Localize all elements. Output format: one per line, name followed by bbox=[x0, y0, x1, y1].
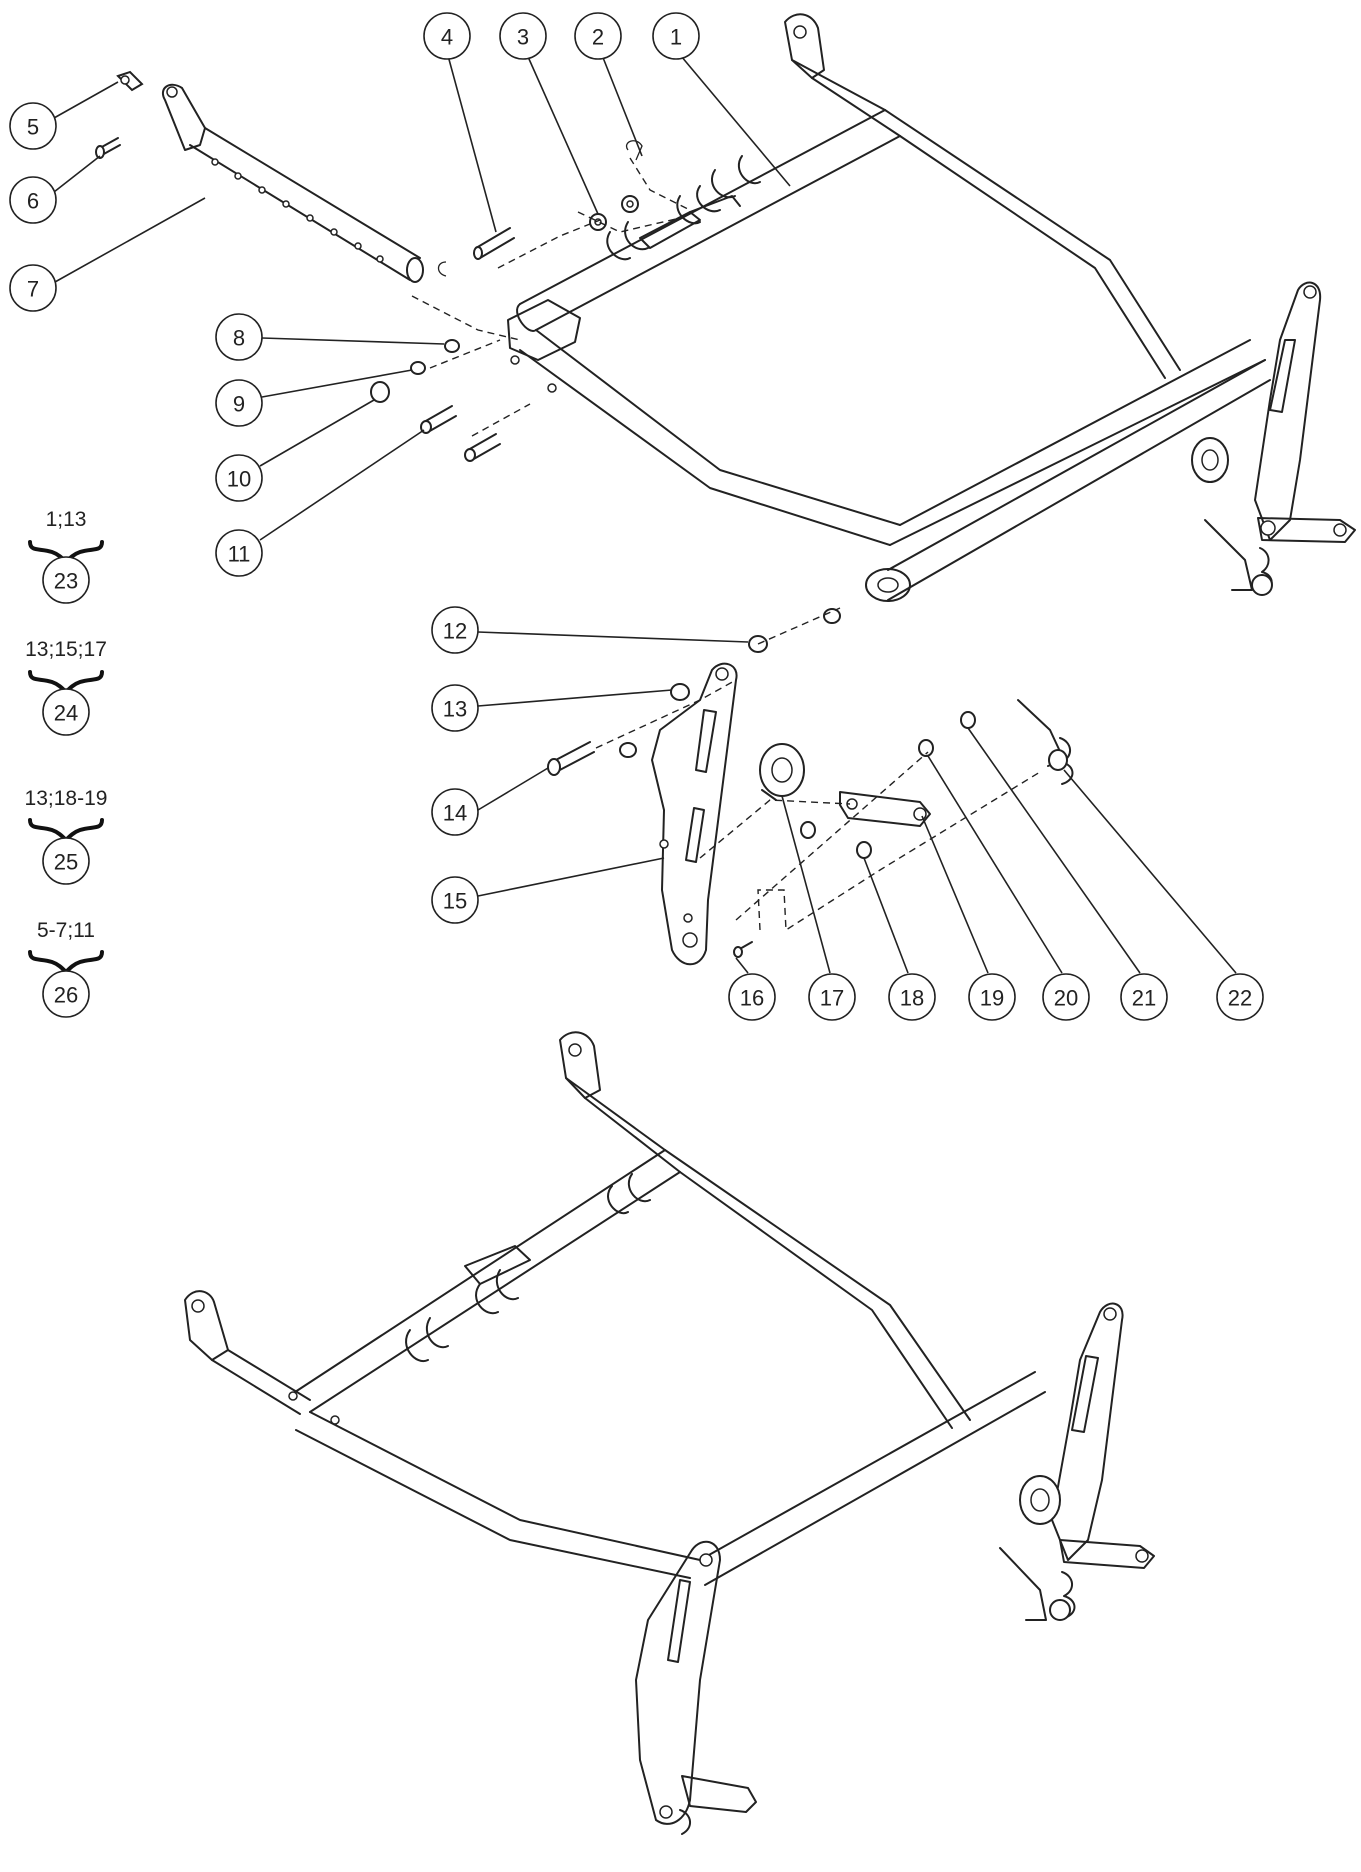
kit-25-number: 25 bbox=[54, 850, 78, 875]
balloon-8-label: 8 bbox=[233, 326, 245, 351]
balloon-9: 9 bbox=[215, 369, 413, 427]
balloon-4-label: 4 bbox=[441, 25, 453, 50]
balloon-18-label: 18 bbox=[900, 986, 924, 1011]
balloon-1-label: 1 bbox=[670, 25, 682, 50]
balloon-16: 16 bbox=[728, 957, 776, 1021]
kit-24-components: 13;15;17 bbox=[25, 638, 107, 661]
balloon-19-label: 19 bbox=[980, 986, 1004, 1011]
balloon-4: 4 bbox=[423, 12, 497, 233]
balloon-12-label: 12 bbox=[443, 619, 467, 644]
kit-24-number: 24 bbox=[54, 701, 78, 726]
kit-25: 13;18-19 25 bbox=[25, 787, 108, 885]
balloon-6: 6 bbox=[9, 155, 101, 224]
balloon-17: 17 bbox=[781, 795, 856, 1021]
kit-26-components: 5-7;11 bbox=[37, 919, 95, 942]
balloon-2: 2 bbox=[574, 12, 643, 157]
balloon-5-label: 5 bbox=[27, 115, 39, 140]
balloon-12: 12 bbox=[431, 606, 749, 654]
balloon-7: 7 bbox=[9, 197, 206, 312]
balloon-21-label: 21 bbox=[1132, 986, 1156, 1011]
balloon-17-label: 17 bbox=[820, 986, 844, 1011]
kit-24: 13;15;17 24 bbox=[25, 638, 107, 736]
balloon-1: 1 bbox=[652, 12, 791, 187]
kit-26: 5-7;11 26 bbox=[28, 919, 104, 1018]
kit-25-components: 13;18-19 bbox=[25, 787, 108, 810]
balloon-10: 10 bbox=[215, 399, 375, 502]
kit-23-components: 1;13 bbox=[46, 508, 87, 531]
tube-adjust-holes bbox=[211, 158, 384, 263]
balloon-20-label: 20 bbox=[1054, 986, 1078, 1011]
balloon-7-label: 7 bbox=[27, 277, 39, 302]
balloon-2-label: 2 bbox=[592, 25, 604, 50]
balloon-5: 5 bbox=[9, 81, 119, 150]
balloon-9-label: 9 bbox=[233, 392, 245, 417]
exploded-frame-assembly bbox=[95, 13, 1356, 966]
balloon-19: 19 bbox=[921, 815, 1016, 1021]
balloon-20: 20 bbox=[927, 755, 1090, 1021]
balloon-11: 11 bbox=[215, 429, 425, 577]
kit-23-number: 23 bbox=[54, 569, 78, 594]
balloon-13: 13 bbox=[431, 684, 673, 732]
balloon-10-label: 10 bbox=[227, 467, 251, 492]
kit-26-number: 26 bbox=[54, 983, 78, 1008]
balloon-15-label: 15 bbox=[443, 889, 467, 914]
balloon-15: 15 bbox=[431, 857, 665, 924]
balloon-22-label: 22 bbox=[1228, 986, 1252, 1011]
balloon-14-label: 14 bbox=[443, 801, 467, 826]
balloon-6-label: 6 bbox=[27, 189, 39, 214]
balloon-14: 14 bbox=[431, 767, 549, 836]
assembled-frame-view bbox=[184, 1031, 1155, 1835]
balloon-21: 21 bbox=[967, 727, 1168, 1021]
balloon-8: 8 bbox=[215, 313, 445, 361]
balloon-11-label: 11 bbox=[228, 542, 251, 567]
kit-23: 1;13 23 bbox=[28, 508, 104, 604]
balloon-22: 22 bbox=[1063, 769, 1264, 1021]
balloon-16-label: 16 bbox=[740, 986, 764, 1011]
balloon-13-label: 13 bbox=[443, 697, 467, 722]
balloon-3-label: 3 bbox=[517, 25, 529, 50]
balloon-18: 18 bbox=[863, 857, 936, 1021]
balloon-3: 3 bbox=[499, 12, 599, 215]
